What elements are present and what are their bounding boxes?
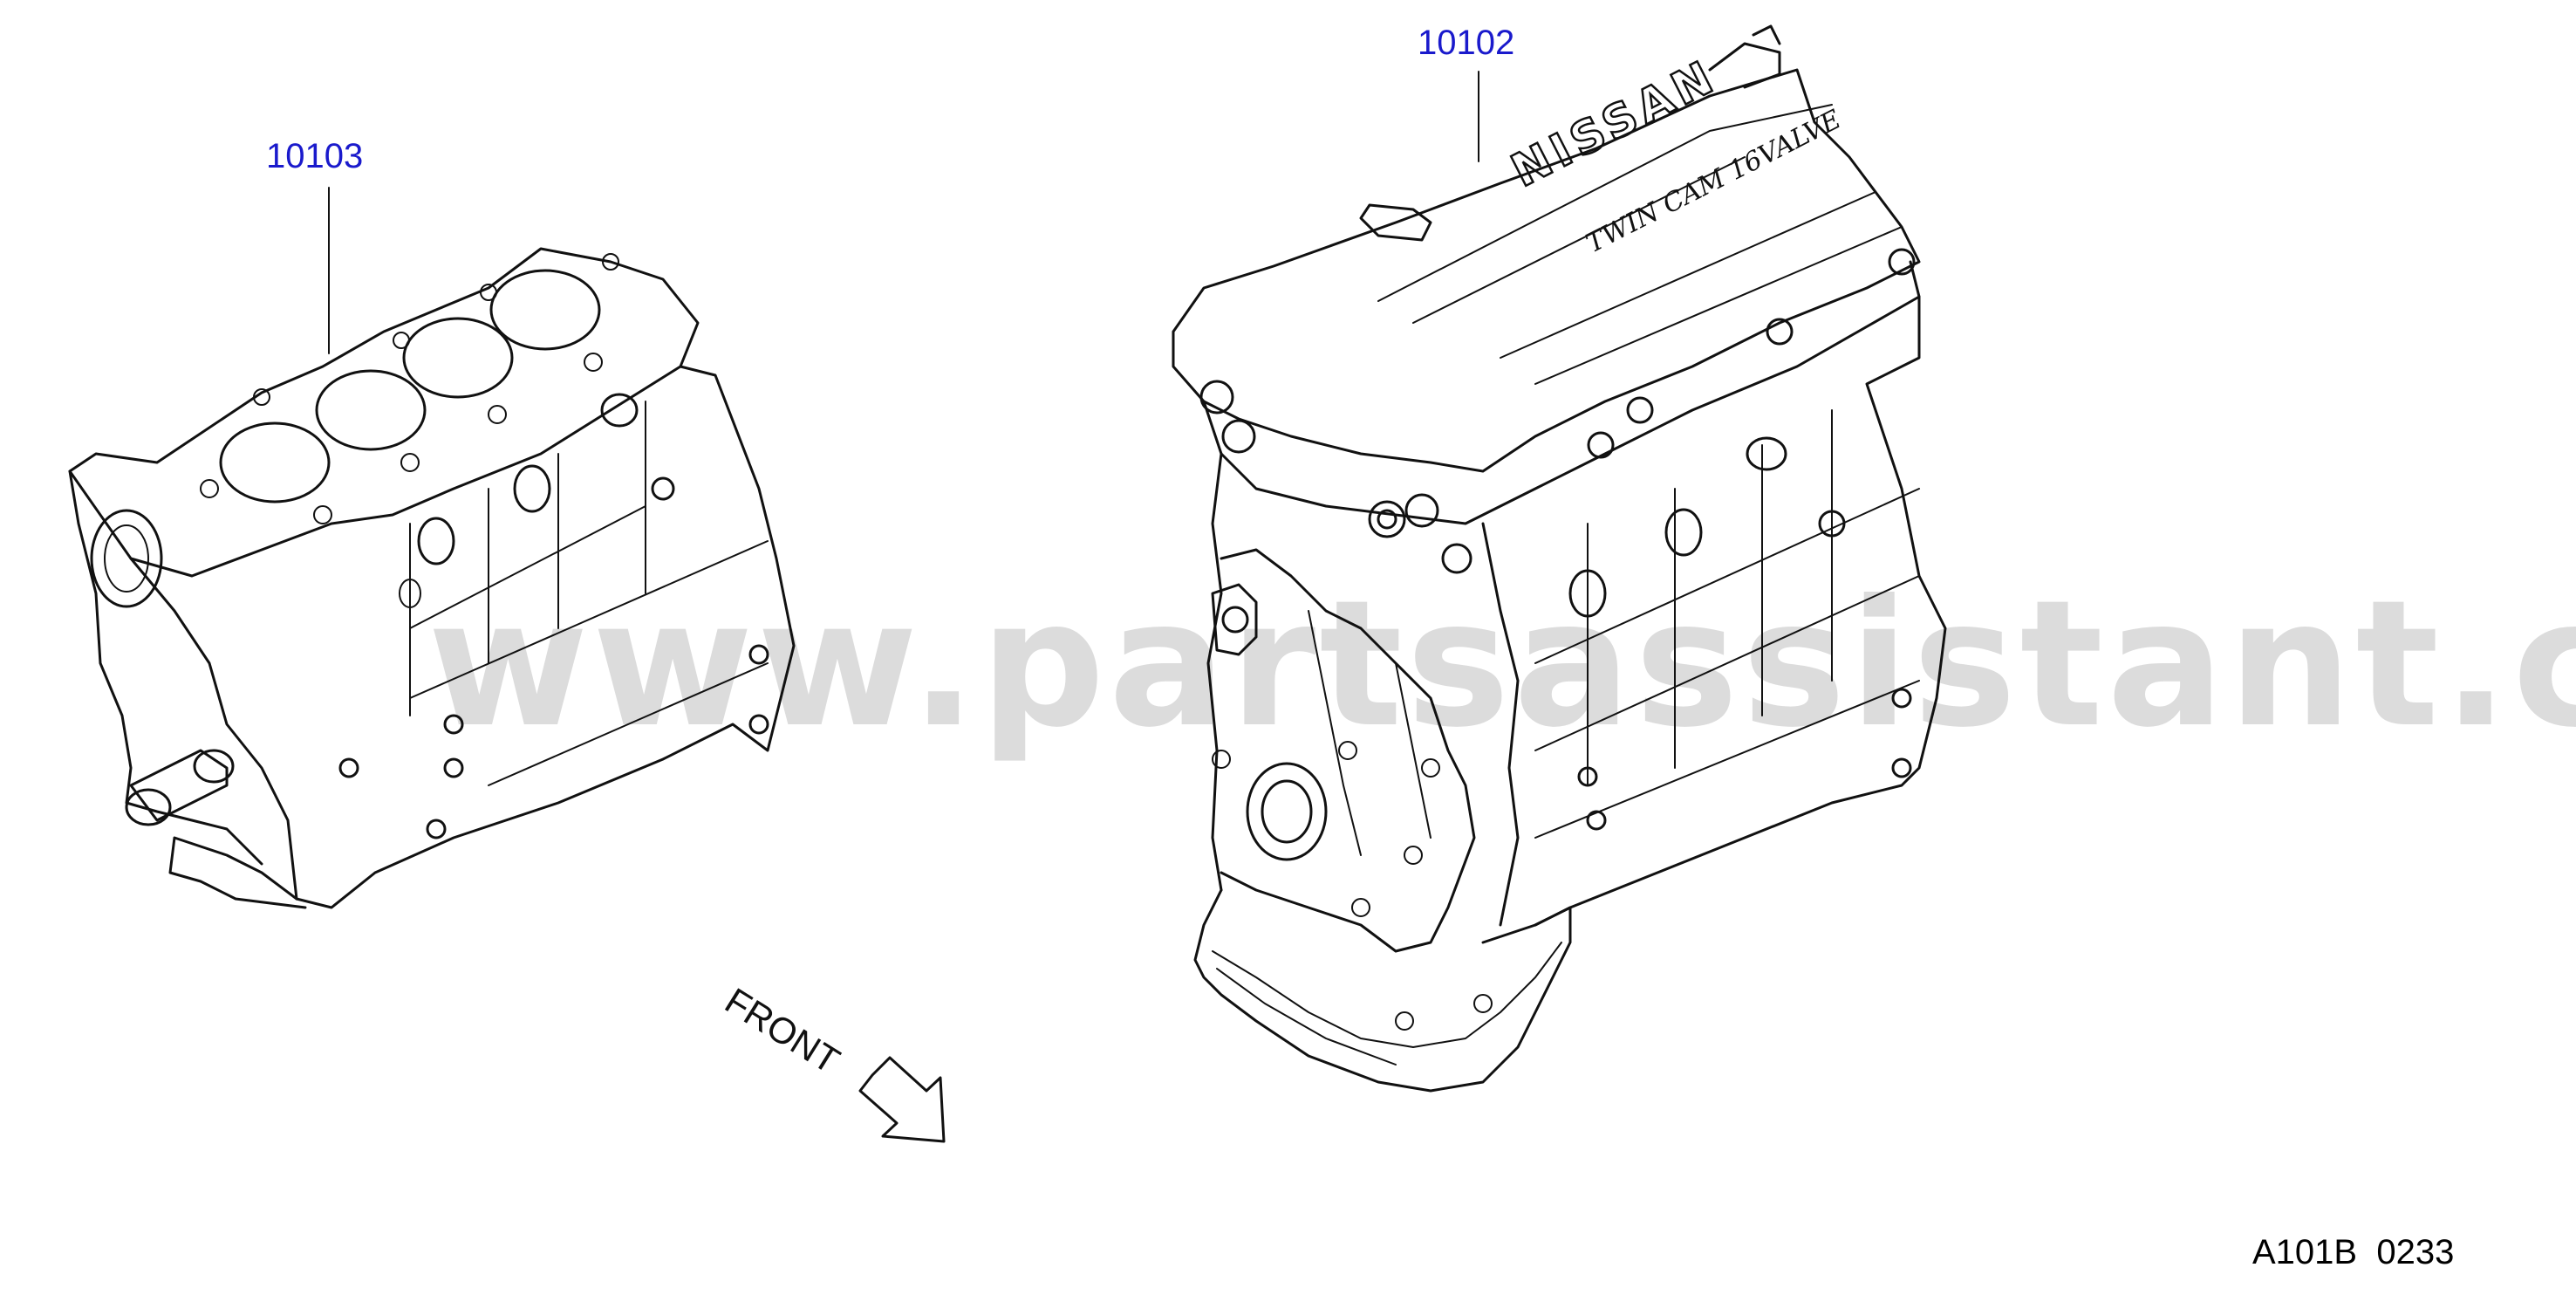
crank-seal-opening — [90, 509, 163, 608]
crank-front-seal — [1246, 762, 1328, 861]
short-block-deck — [68, 247, 700, 578]
cylinder-bore-2 — [315, 369, 427, 451]
front-label: FRONT — [718, 980, 847, 1082]
front-arrow-icon — [858, 1056, 946, 1143]
diagram-code: A101B 0233 — [2252, 1233, 2454, 1271]
long-block-drawing: NISSAN TWIN CAM 16VALVE — [1172, 24, 1947, 1093]
front-direction-indicator: FRONT — [718, 980, 946, 1143]
oil-filler-cap — [1359, 203, 1432, 242]
valve-cover — [1172, 68, 1921, 473]
cylinder-bore-1 — [219, 421, 331, 504]
short-block-drawing — [68, 247, 796, 909]
callout-10102[interactable]: 10102 — [1418, 24, 1514, 62]
cylinder-bore-4 — [489, 269, 601, 351]
water-pump-pulley — [1211, 583, 1258, 656]
oil-pan — [1193, 888, 1572, 1093]
crankshaft-snout — [129, 749, 229, 822]
callout-10103[interactable]: 10103 — [266, 137, 363, 175]
cylinder-bore-3 — [402, 317, 514, 399]
watermark-text: www.partsassistant.com — [427, 563, 2576, 766]
